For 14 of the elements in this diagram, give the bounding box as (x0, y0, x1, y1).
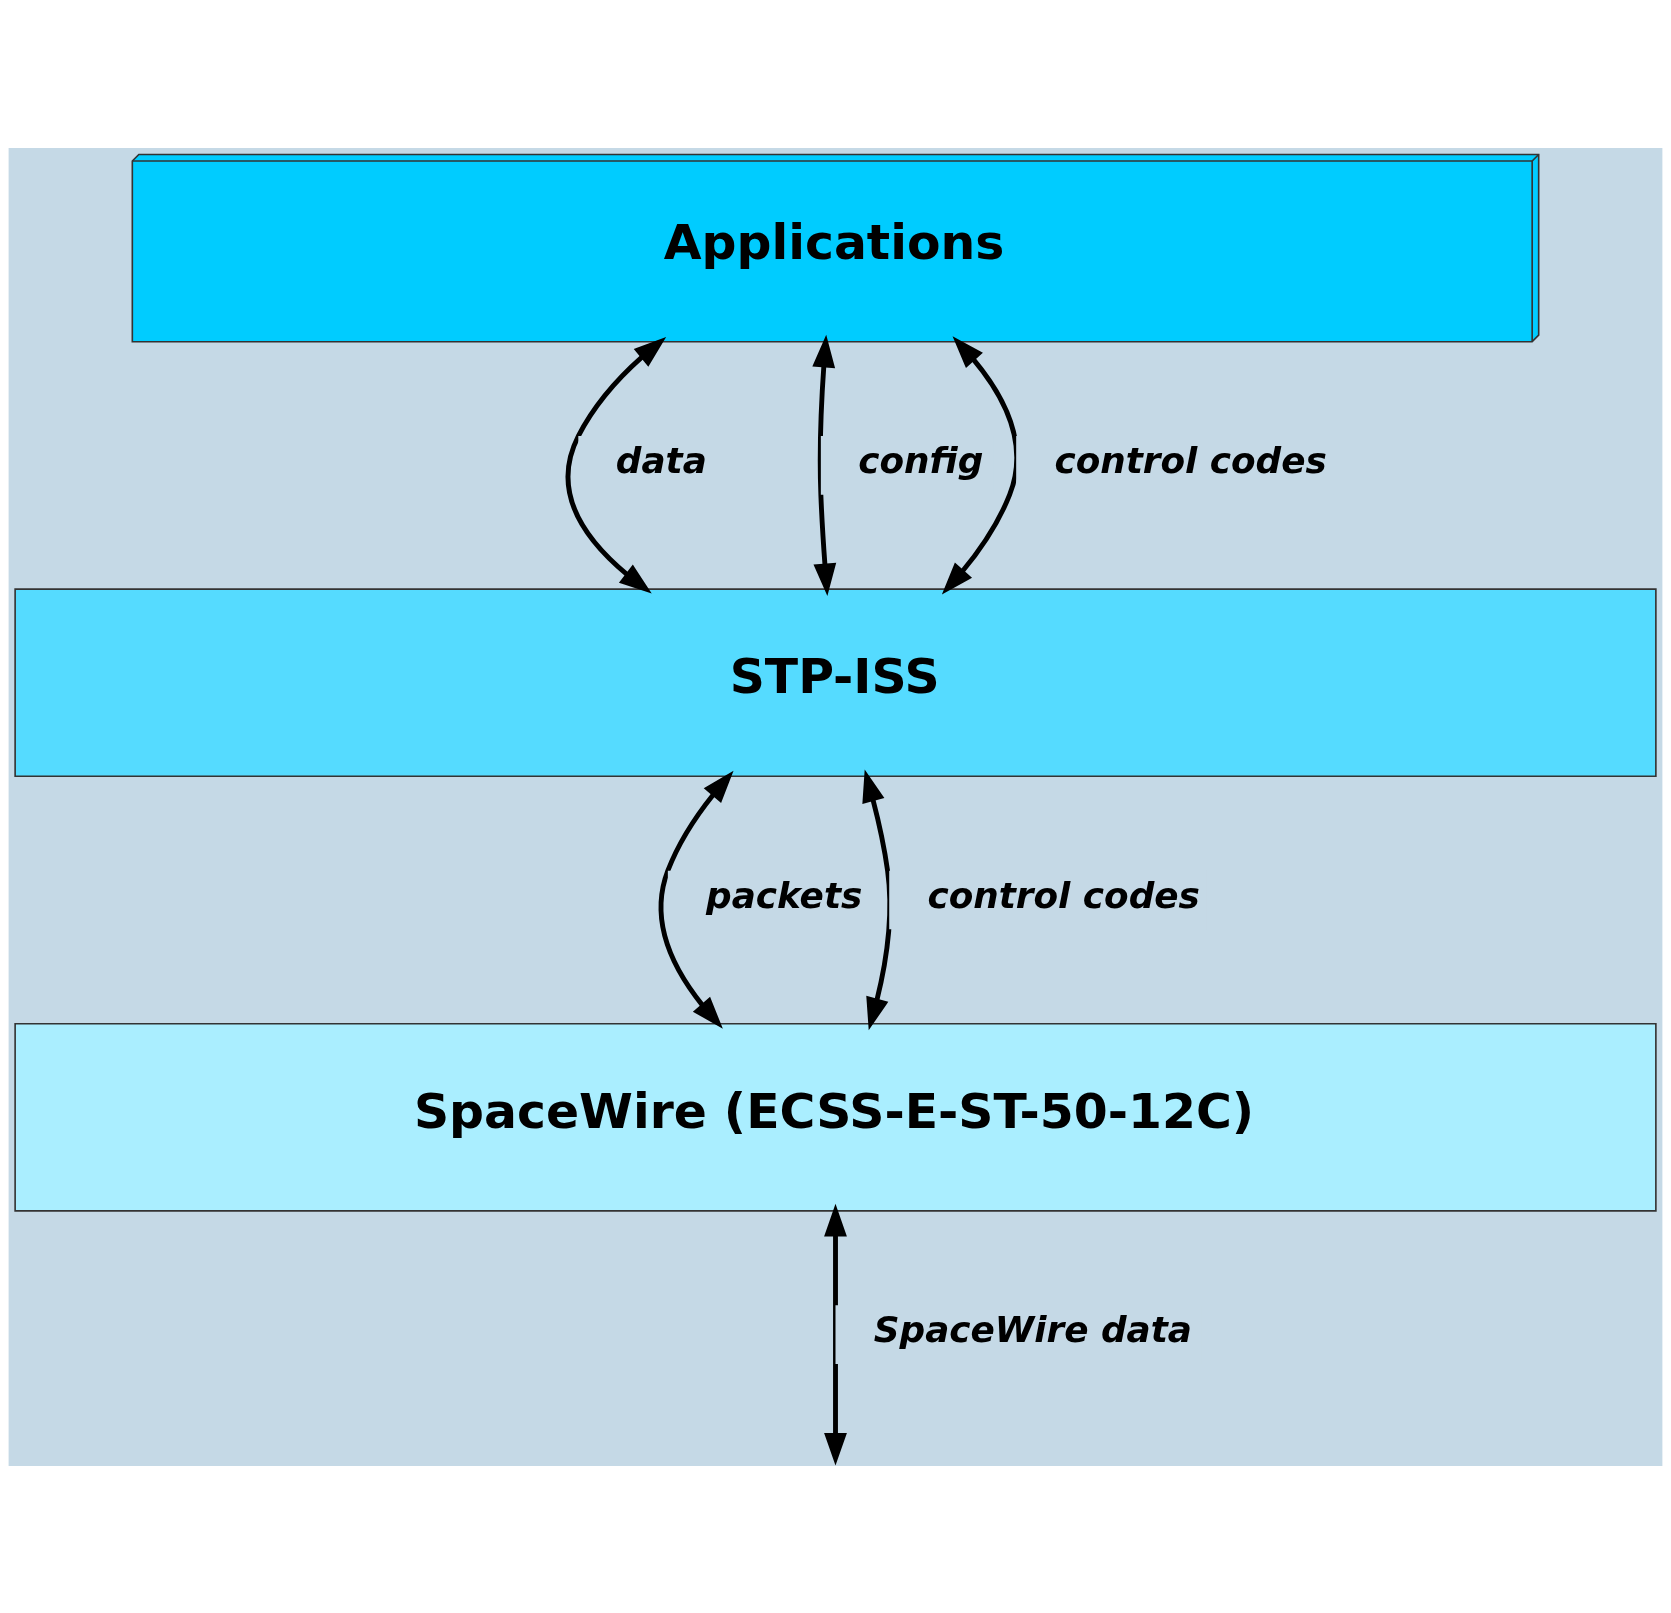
edge-label: config (858, 439, 984, 481)
arrow (812, 334, 837, 596)
node-box: SpaceWire (ECSS-E-ST-50-12C) (14, 1022, 1657, 1212)
node-box: STP-ISS (14, 587, 1657, 777)
edge-label: SpaceWire data (873, 1308, 1193, 1350)
arrow (824, 1203, 847, 1466)
arrow (658, 770, 734, 1029)
edge-label: packets (706, 874, 863, 915)
edge-label: control codes (927, 874, 1200, 915)
edge-label: control codes (1054, 439, 1327, 481)
arrow (941, 335, 1020, 595)
arrow (565, 336, 667, 594)
edge-label: data (615, 439, 707, 481)
arrow (862, 769, 893, 1030)
